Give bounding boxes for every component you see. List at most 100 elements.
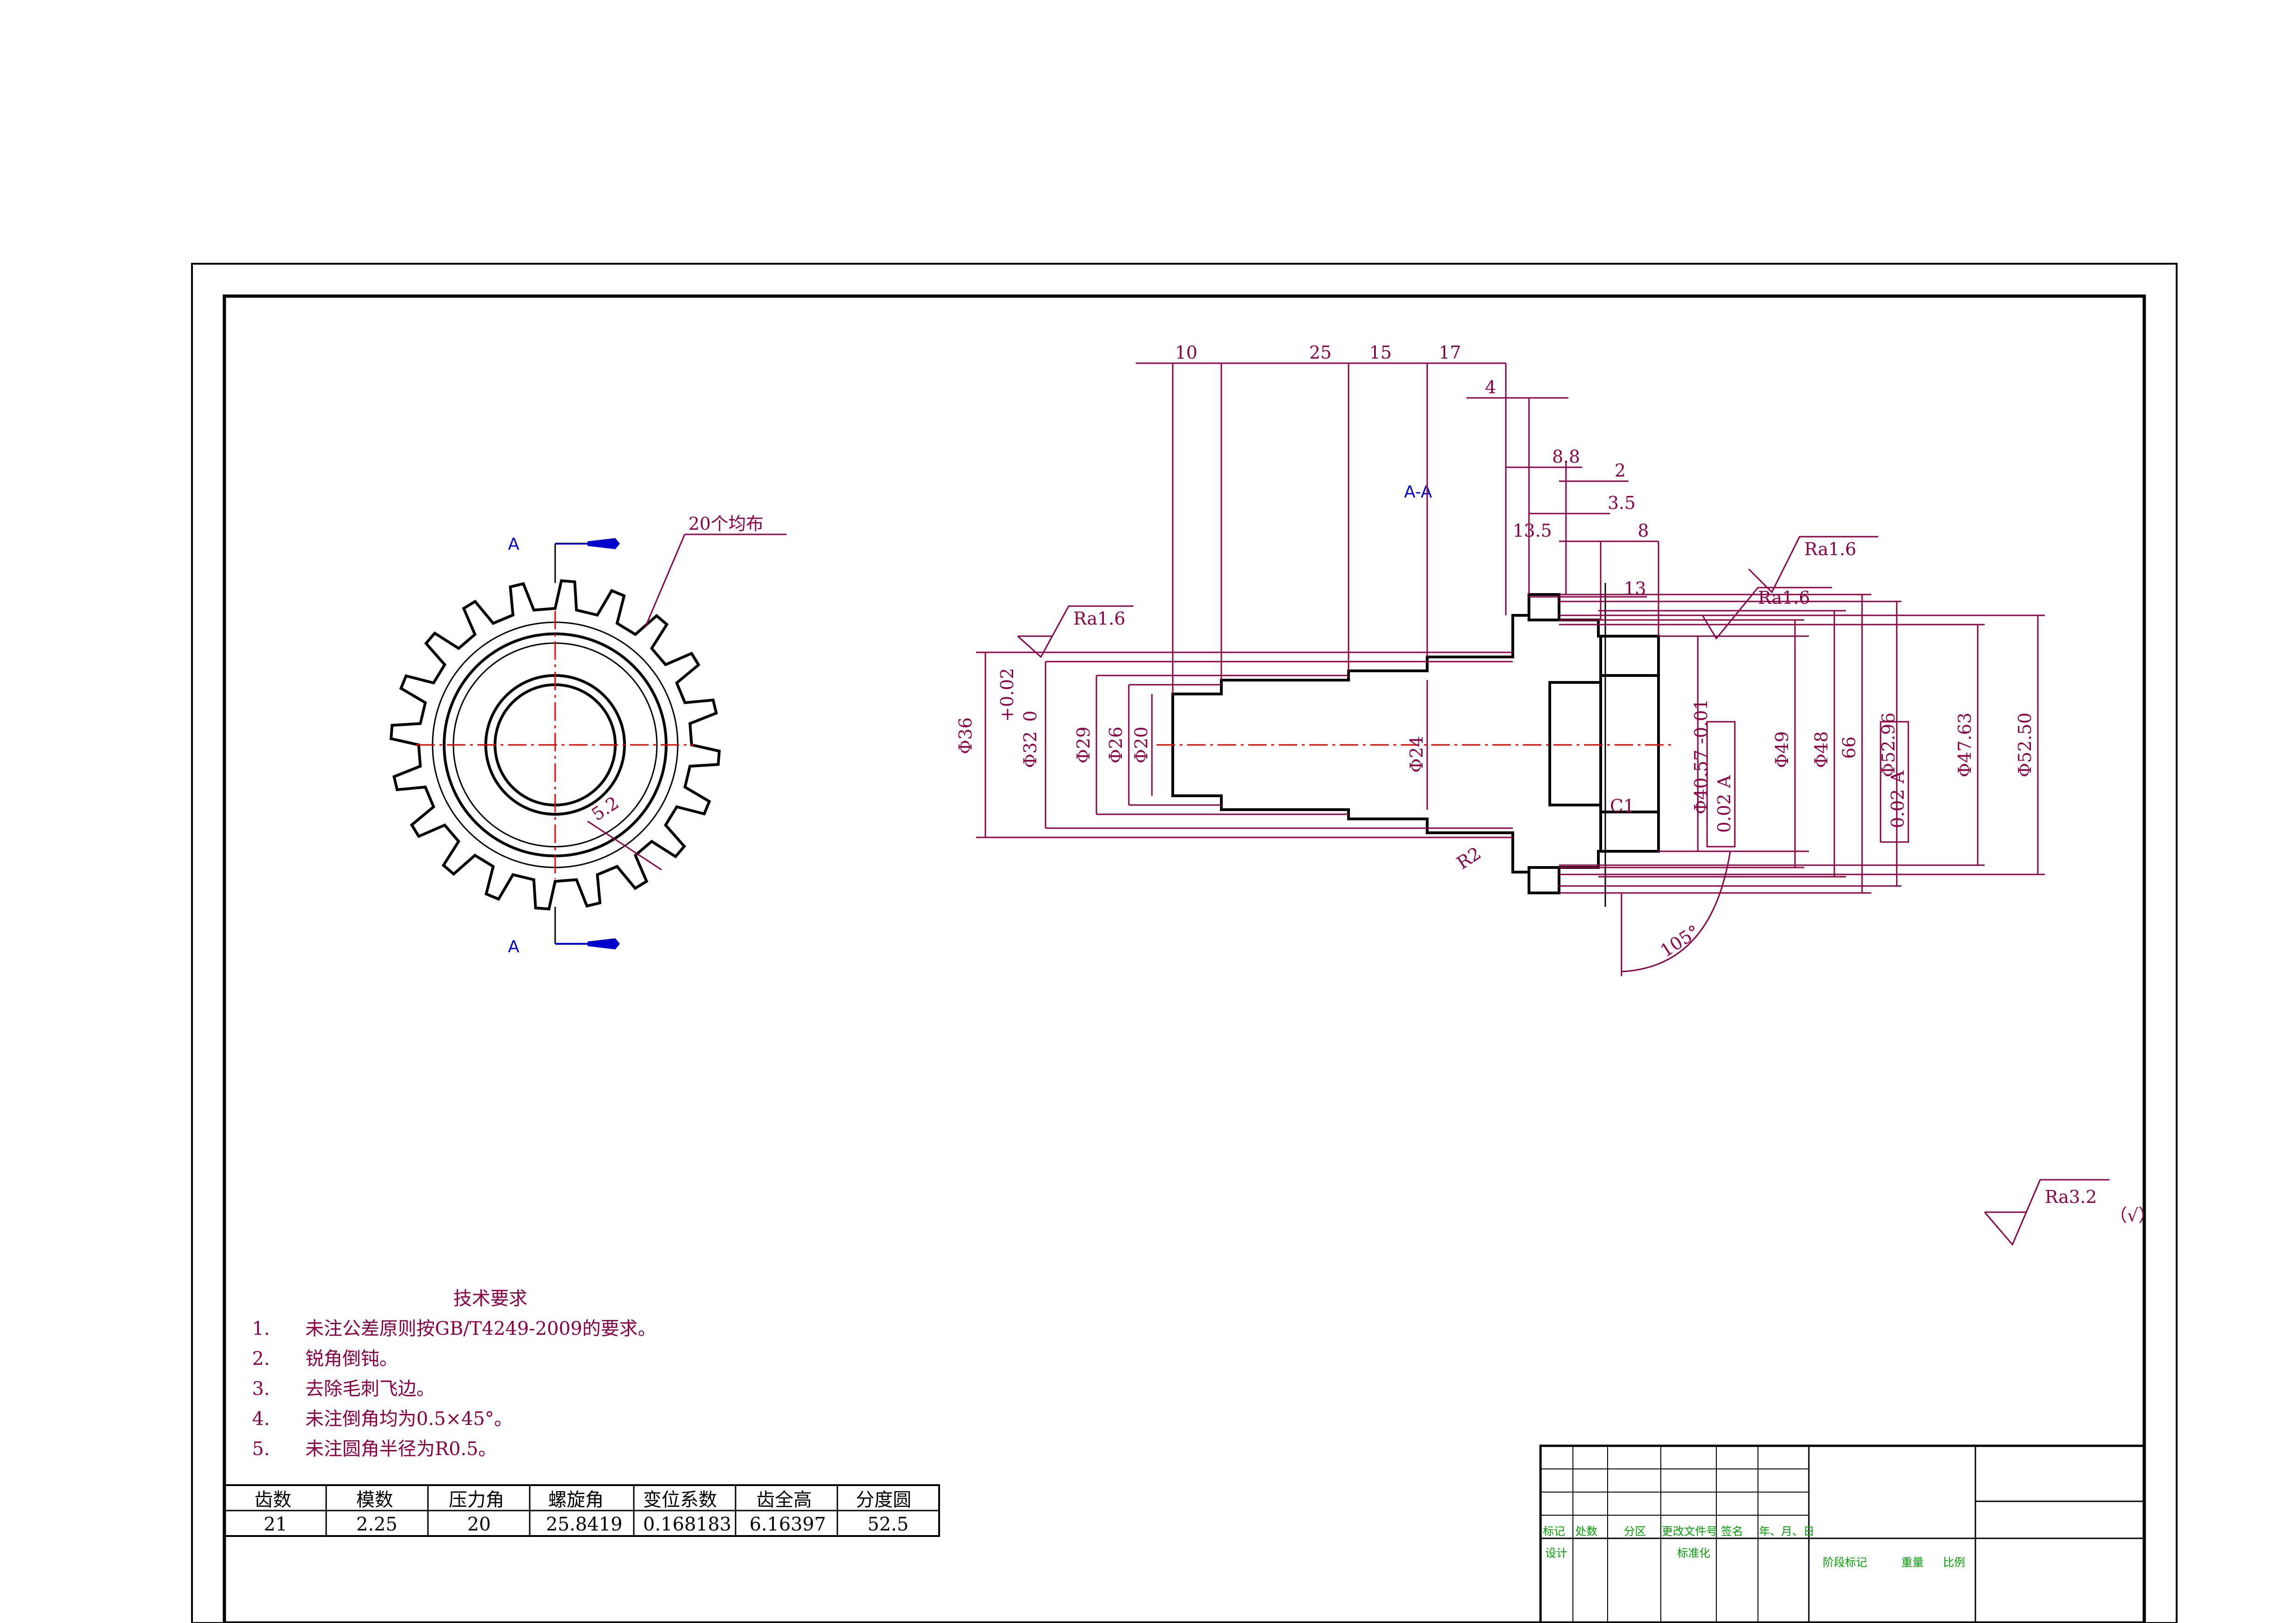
teeth-note-leader [644,534,686,627]
tech-req-num-2: 2. [252,1348,270,1369]
roughness-top-right-value: Ra1.6 [1804,539,1857,559]
tech-req-num-1: 1. [252,1318,270,1339]
table-header: 齿全高 [756,1489,812,1511]
dim-4: 4 [1485,377,1496,397]
tooth-dim: 5.2 [588,793,623,825]
dim-c1: C1 [1610,796,1634,816]
roughness-left-value: Ra1.6 [1073,608,1126,629]
tech-req-text-3: 去除毛刺飞边。 [305,1378,435,1400]
angle-arc [1621,851,1731,973]
top-dimension-lines [1136,362,1659,694]
table-header: 螺旋角 [548,1489,604,1511]
tooth-dim-line [587,820,662,871]
dim-105-deg: 105° [1657,921,1703,961]
table-header: 齿数 [254,1489,291,1511]
left-diameter-lines [976,651,1513,838]
gear-end-view: A A 20个均布 5.2 [390,514,786,956]
roughness-symbol-icon [1017,605,1133,658]
dim-3-5: 3.5 [1608,493,1635,513]
bore-counterbore [1599,635,1660,853]
tech-req-text-5: 未注圆角半径为R0.5。 [305,1438,497,1460]
table-header: 变位系数 [643,1489,717,1511]
dim-15: 15 [1369,342,1392,363]
outer-border [191,263,2178,1623]
geo-tolerance-frame-1 [1706,721,1736,848]
inner-frame [223,294,2146,1623]
dim-17: 17 [1439,342,1461,363]
tech-req-text-1: 未注公差原则按GB/T4249-2009的要求。 [305,1318,656,1339]
arrow-right-icon [588,938,620,949]
tb-label: 阶段标记 [1823,1556,1867,1569]
dim-phi47-63: Φ47.63 [1955,712,1975,777]
table-cell: 20 [467,1514,491,1535]
tech-req-num-4: 4. [252,1408,270,1430]
teeth-note: 20个均布 [688,514,763,534]
view-letter-bottom: A [508,937,520,956]
table-cell: 6.16397 [749,1514,826,1535]
table-header: 模数 [356,1489,393,1511]
tech-req-text-4: 未注倒角均为0.5×45°。 [305,1408,513,1430]
section-view: A-A 10 25 15 17 [955,342,2045,976]
dim-13-5: 13.5 [1513,520,1552,541]
section-label: A-A [1404,483,1432,502]
title-block: 标记 处数 分区 更改文件号 签名 年、月、日 设计 标准化 阶段标记 重量 比… [1539,1444,2146,1623]
tech-req-text-2: 锐角倒钝。 [305,1348,398,1369]
table-cell: 52.5 [867,1514,909,1535]
table-header: 压力角 [449,1489,504,1511]
dim-tol-lower: 0 [1020,711,1040,722]
view-letter-top: A [508,535,520,554]
dim-phi32: Φ32 [1020,731,1040,768]
tech-req-num-5: 5. [252,1438,270,1460]
general-roughness-suffix: （√） [2110,1205,2156,1226]
tb-label: 设计 [1545,1547,1567,1560]
tb-label: 比例 [1943,1556,1965,1569]
dim-8-8: 8.8 [1552,446,1580,467]
tb-label: 重量 [1901,1556,1924,1569]
gear-rim-top [1528,593,1560,621]
arrow-right-icon [588,538,620,549]
gear-parameter-table: 齿数 模数 压力角 螺旋角 变位系数 齿全高 分度圆 21 2.25 20 25… [223,1484,940,1537]
tb-label: 签名 [1721,1525,1743,1538]
dim-13: 13 [1624,578,1646,599]
right-diameter-lines [1559,594,2045,894]
dim-8: 8 [1638,520,1649,541]
dim-10: 10 [1175,342,1197,363]
dim-25: 25 [1309,342,1331,363]
dim-phi40-57: Φ40.57 -0.01 [1691,699,1711,814]
table-cell: 2.25 [356,1514,397,1535]
dim-66: 66 [1839,737,1859,759]
table-cell: 25.8419 [546,1514,622,1535]
tb-label: 标记 [1543,1525,1565,1538]
geo-tolerance-2: 0.02 A [1888,770,1908,828]
tb-label: 年、月、日 [1759,1525,1814,1538]
dim-phi26: Φ26 [1106,726,1126,763]
dim-phi52-96: Φ52.96 [1878,712,1899,777]
dim-phi36: Φ36 [955,717,976,754]
roughness-left: Ra1.6 [1017,605,1133,658]
general-roughness: Ra3.2 （√） [1984,1179,2156,1246]
dim-phi29: Φ29 [1073,726,1094,763]
dim-2: 2 [1615,460,1626,481]
tech-req-title: 技术要求 [453,1288,527,1309]
roughness-right: Ra1.6 [1702,587,1832,640]
dim-phi24: Φ24 [1406,736,1427,773]
table-cell: 0.168183 [643,1514,731,1535]
geo-tolerance-1: 0.02 A [1714,775,1734,833]
tb-label: 分区 [1624,1525,1646,1538]
tb-label: 标准化 [1677,1547,1710,1560]
gear-rim-bottom [1528,866,1560,894]
roughness-symbol-icon [1702,587,1832,640]
table-header: 分度圆 [856,1489,911,1511]
roughness-right-value: Ra1.6 [1758,588,1810,608]
general-roughness-value: Ra3.2 [2045,1187,2097,1207]
dim-tol-upper: +0.02 [997,668,1017,722]
tb-label: 处数 [1575,1525,1597,1538]
roughness-symbol-icon [1748,536,1878,594]
dim-phi48: Φ48 [1811,731,1832,768]
dim-phi49: Φ49 [1772,731,1792,768]
tb-label: 更改文件号 [1662,1525,1717,1538]
dim-r2: R2 [1453,843,1485,873]
roughness-top-right: Ra1.6 [1748,536,1878,594]
table-cell: 21 [264,1514,287,1535]
